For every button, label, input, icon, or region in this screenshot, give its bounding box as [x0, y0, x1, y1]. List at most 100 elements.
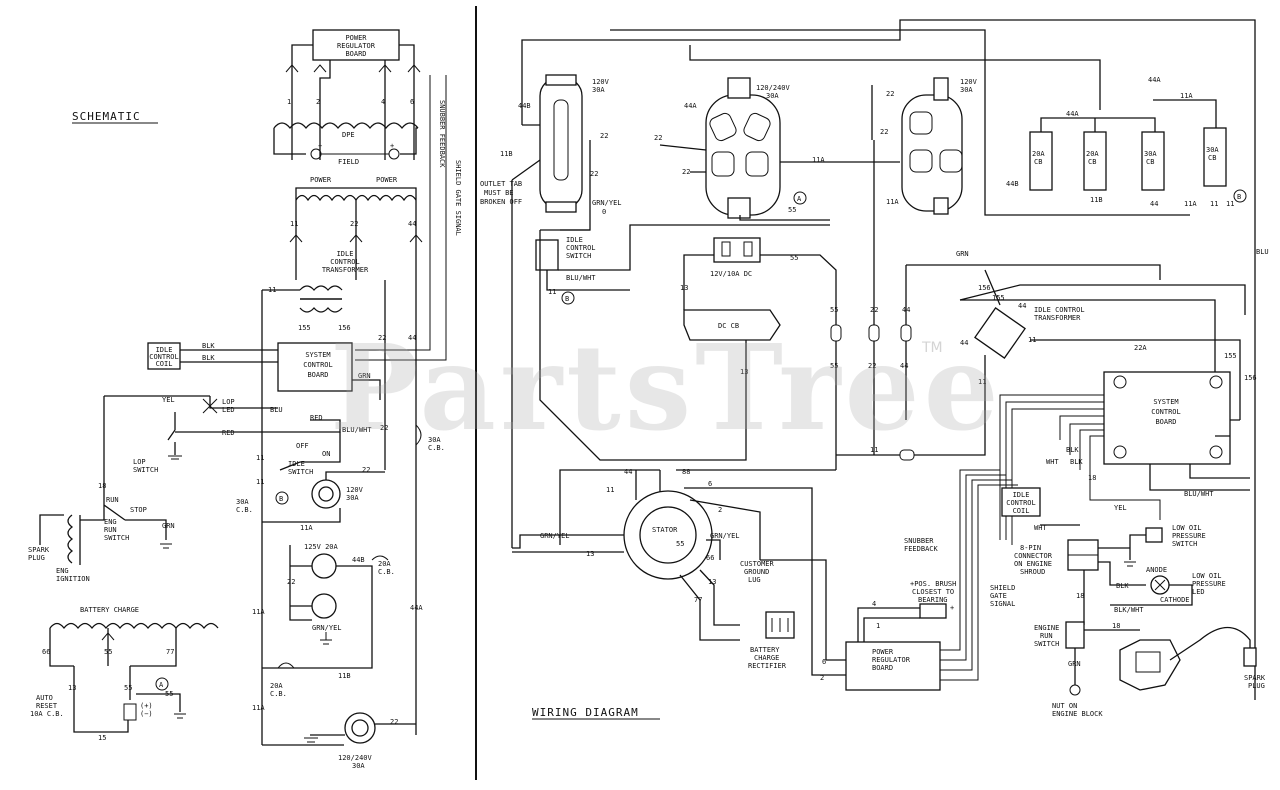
svg-text:44A: 44A [410, 604, 423, 612]
stator [623, 490, 713, 580]
svg-text:13: 13 [586, 550, 594, 558]
svg-text:+: + [390, 142, 394, 150]
idle-control-transformer-wd [974, 307, 1026, 359]
ignition-module [1119, 639, 1181, 691]
svg-text:44A: 44A [684, 102, 697, 110]
svg-text:1: 1 [876, 622, 880, 630]
svg-text:RUN: RUN [1040, 632, 1053, 640]
svg-text:CONNECTOR: CONNECTOR [1014, 552, 1053, 560]
svg-text:STATOR: STATOR [652, 526, 678, 534]
svg-text:LOP: LOP [133, 458, 146, 466]
engine-run-switch [1065, 621, 1085, 649]
svg-text:20A: 20A [1032, 150, 1045, 158]
svg-text:11B: 11B [500, 150, 513, 158]
svg-text:11A: 11A [1184, 200, 1197, 208]
receptacle-120v-30a [539, 77, 583, 209]
svg-text:RESET: RESET [36, 702, 58, 710]
svg-text:LOP: LOP [222, 398, 235, 406]
svg-text:BLK: BLK [202, 342, 215, 350]
svg-text:C.B.: C.B. [236, 506, 253, 514]
brush-assembly [919, 603, 947, 619]
svg-text:WHT: WHT [1046, 458, 1059, 466]
system-control-board [277, 342, 353, 392]
svg-text:CONTROL: CONTROL [1006, 499, 1036, 507]
svg-text:120V: 120V [592, 78, 610, 86]
svg-text:LOW OIL: LOW OIL [1172, 524, 1202, 532]
svg-text:BLU/WHT: BLU/WHT [342, 426, 372, 434]
svg-text:120V: 120V [346, 486, 364, 494]
svg-text:POWER: POWER [872, 648, 894, 656]
svg-text:11: 11 [256, 478, 264, 486]
svg-text:SWITCH: SWITCH [1034, 640, 1059, 648]
svg-text:11: 11 [290, 220, 298, 228]
svg-text:RUN: RUN [104, 526, 117, 534]
svg-text:POWER: POWER [310, 176, 332, 184]
svg-text:CB: CB [1208, 154, 1216, 162]
svg-text:156: 156 [1244, 374, 1257, 382]
svg-text:11A: 11A [812, 156, 825, 164]
svg-text:PRESSURE: PRESSURE [1192, 580, 1226, 588]
svg-text:66: 66 [42, 648, 50, 656]
low-oil-pressure-switch [1145, 527, 1163, 543]
trademark-mark: TM [922, 340, 943, 356]
svg-text:11A: 11A [300, 524, 313, 532]
svg-text:REGULATOR: REGULATOR [872, 656, 911, 664]
svg-text:GRN: GRN [1068, 660, 1081, 668]
svg-text:CHARGE: CHARGE [754, 654, 779, 662]
svg-text:4: 4 [381, 98, 385, 106]
svg-text:44A: 44A [1148, 76, 1161, 84]
svg-text:COIL: COIL [1013, 507, 1030, 515]
svg-text:SPARK: SPARK [1244, 674, 1266, 682]
svg-text:44: 44 [624, 468, 632, 476]
svg-text:2: 2 [316, 98, 320, 106]
svg-text:30A: 30A [1206, 146, 1219, 154]
svg-text:120/240V: 120/240V [338, 754, 373, 762]
svg-text:77: 77 [166, 648, 174, 656]
svg-text:120V: 120V [960, 78, 978, 86]
outlet-120-240v-30a [344, 712, 376, 744]
svg-text:(−): (−) [140, 710, 153, 718]
svg-text:18: 18 [1088, 474, 1096, 482]
wiring-diagram-title: WIRING DIAGRAM [532, 706, 639, 719]
svg-text:BATTERY: BATTERY [750, 646, 780, 654]
svg-text:30A: 30A [428, 436, 441, 444]
svg-text:CB: CB [1088, 158, 1096, 166]
svg-text:OUTLET TAB: OUTLET TAB [480, 180, 522, 188]
svg-text:22: 22 [654, 134, 662, 142]
svg-text:22: 22 [362, 466, 370, 474]
svg-text:SHROUD: SHROUD [1020, 568, 1045, 576]
svg-text:BOARD: BOARD [307, 371, 328, 379]
svg-text:55: 55 [124, 684, 132, 692]
svg-text:SWITCH: SWITCH [566, 252, 591, 260]
svg-text:CB: CB [1034, 158, 1042, 166]
svg-text:LED: LED [1192, 588, 1205, 596]
svg-text:18: 18 [98, 482, 106, 490]
svg-text:77: 77 [694, 596, 702, 604]
outlet-125v-20a-bottom [311, 593, 337, 619]
svg-text:11: 11 [978, 378, 986, 386]
svg-text:ENG: ENG [56, 567, 69, 575]
svg-text:20A: 20A [270, 682, 283, 690]
svg-text:STOP: STOP [130, 506, 147, 514]
svg-text:CATHODE: CATHODE [1160, 596, 1190, 604]
svg-text:CONTROL: CONTROL [330, 258, 360, 266]
svg-text:11: 11 [870, 446, 878, 454]
svg-text:ANODE: ANODE [1146, 566, 1167, 574]
svg-text:CONTROL: CONTROL [1151, 408, 1181, 416]
svg-text:GRN/YEL: GRN/YEL [540, 532, 570, 540]
svg-text:13: 13 [740, 368, 748, 376]
svg-text:44B: 44B [1006, 180, 1019, 188]
svg-text:22: 22 [600, 132, 608, 140]
svg-text:11B: 11B [338, 672, 351, 680]
svg-text:11: 11 [256, 454, 264, 462]
svg-text:GRN: GRN [162, 522, 175, 530]
svg-text:18: 18 [1076, 592, 1084, 600]
svg-text:30A: 30A [352, 762, 365, 770]
svg-text:22: 22 [350, 220, 358, 228]
svg-text:BOARD: BOARD [1155, 418, 1176, 426]
svg-text:BLK: BLK [1066, 446, 1079, 454]
svg-text:CLOSEST TO: CLOSEST TO [912, 588, 954, 596]
lop-led-icon [202, 398, 218, 414]
